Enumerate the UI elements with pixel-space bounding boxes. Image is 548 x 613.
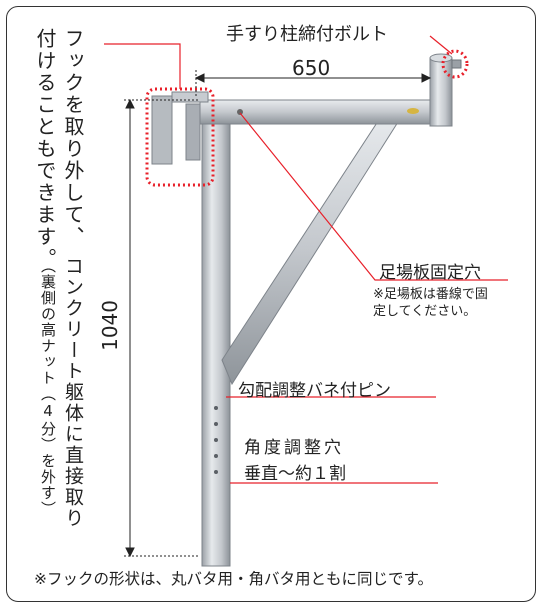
plank-hole-label: 足場板固定穴 [379,263,481,283]
angle-range-label: 垂直〜約１割 [244,464,346,484]
hook-note-col2: 付けることもできます。 [33,28,57,270]
angle-holes [214,406,218,474]
dimension-lines [124,70,432,558]
hook [151,95,173,165]
handrail-bolt-label: 手すり柱締付ボルト [226,24,388,45]
bolt-highlight [441,49,469,79]
footer-note: ※フックの形状は、丸バタ用・角バタ用ともに同じです。 [34,570,433,588]
hook-note-col1: フックを取り外して、 [61,28,85,248]
hook-note-paren: （裏側の高ナット（4分）を外す） [39,258,57,517]
width-dimension: 650 [292,56,331,80]
diagonal-brace [221,111,399,386]
height-dimension: 1040 [98,300,122,351]
vertical-post [201,99,231,567]
angle-hole-label: 角度調整穴 [244,438,344,458]
diagram-frame [6,6,536,602]
hook-note-col3: コンクリート躯体に直接取り [62,256,84,529]
plank-note: ※足場板は番線で固 定してください。 [373,287,488,319]
handrail-socket [429,57,453,127]
spring-pin-label: 勾配調整バネ付ピン [238,381,391,401]
leader-lines [104,35,508,484]
